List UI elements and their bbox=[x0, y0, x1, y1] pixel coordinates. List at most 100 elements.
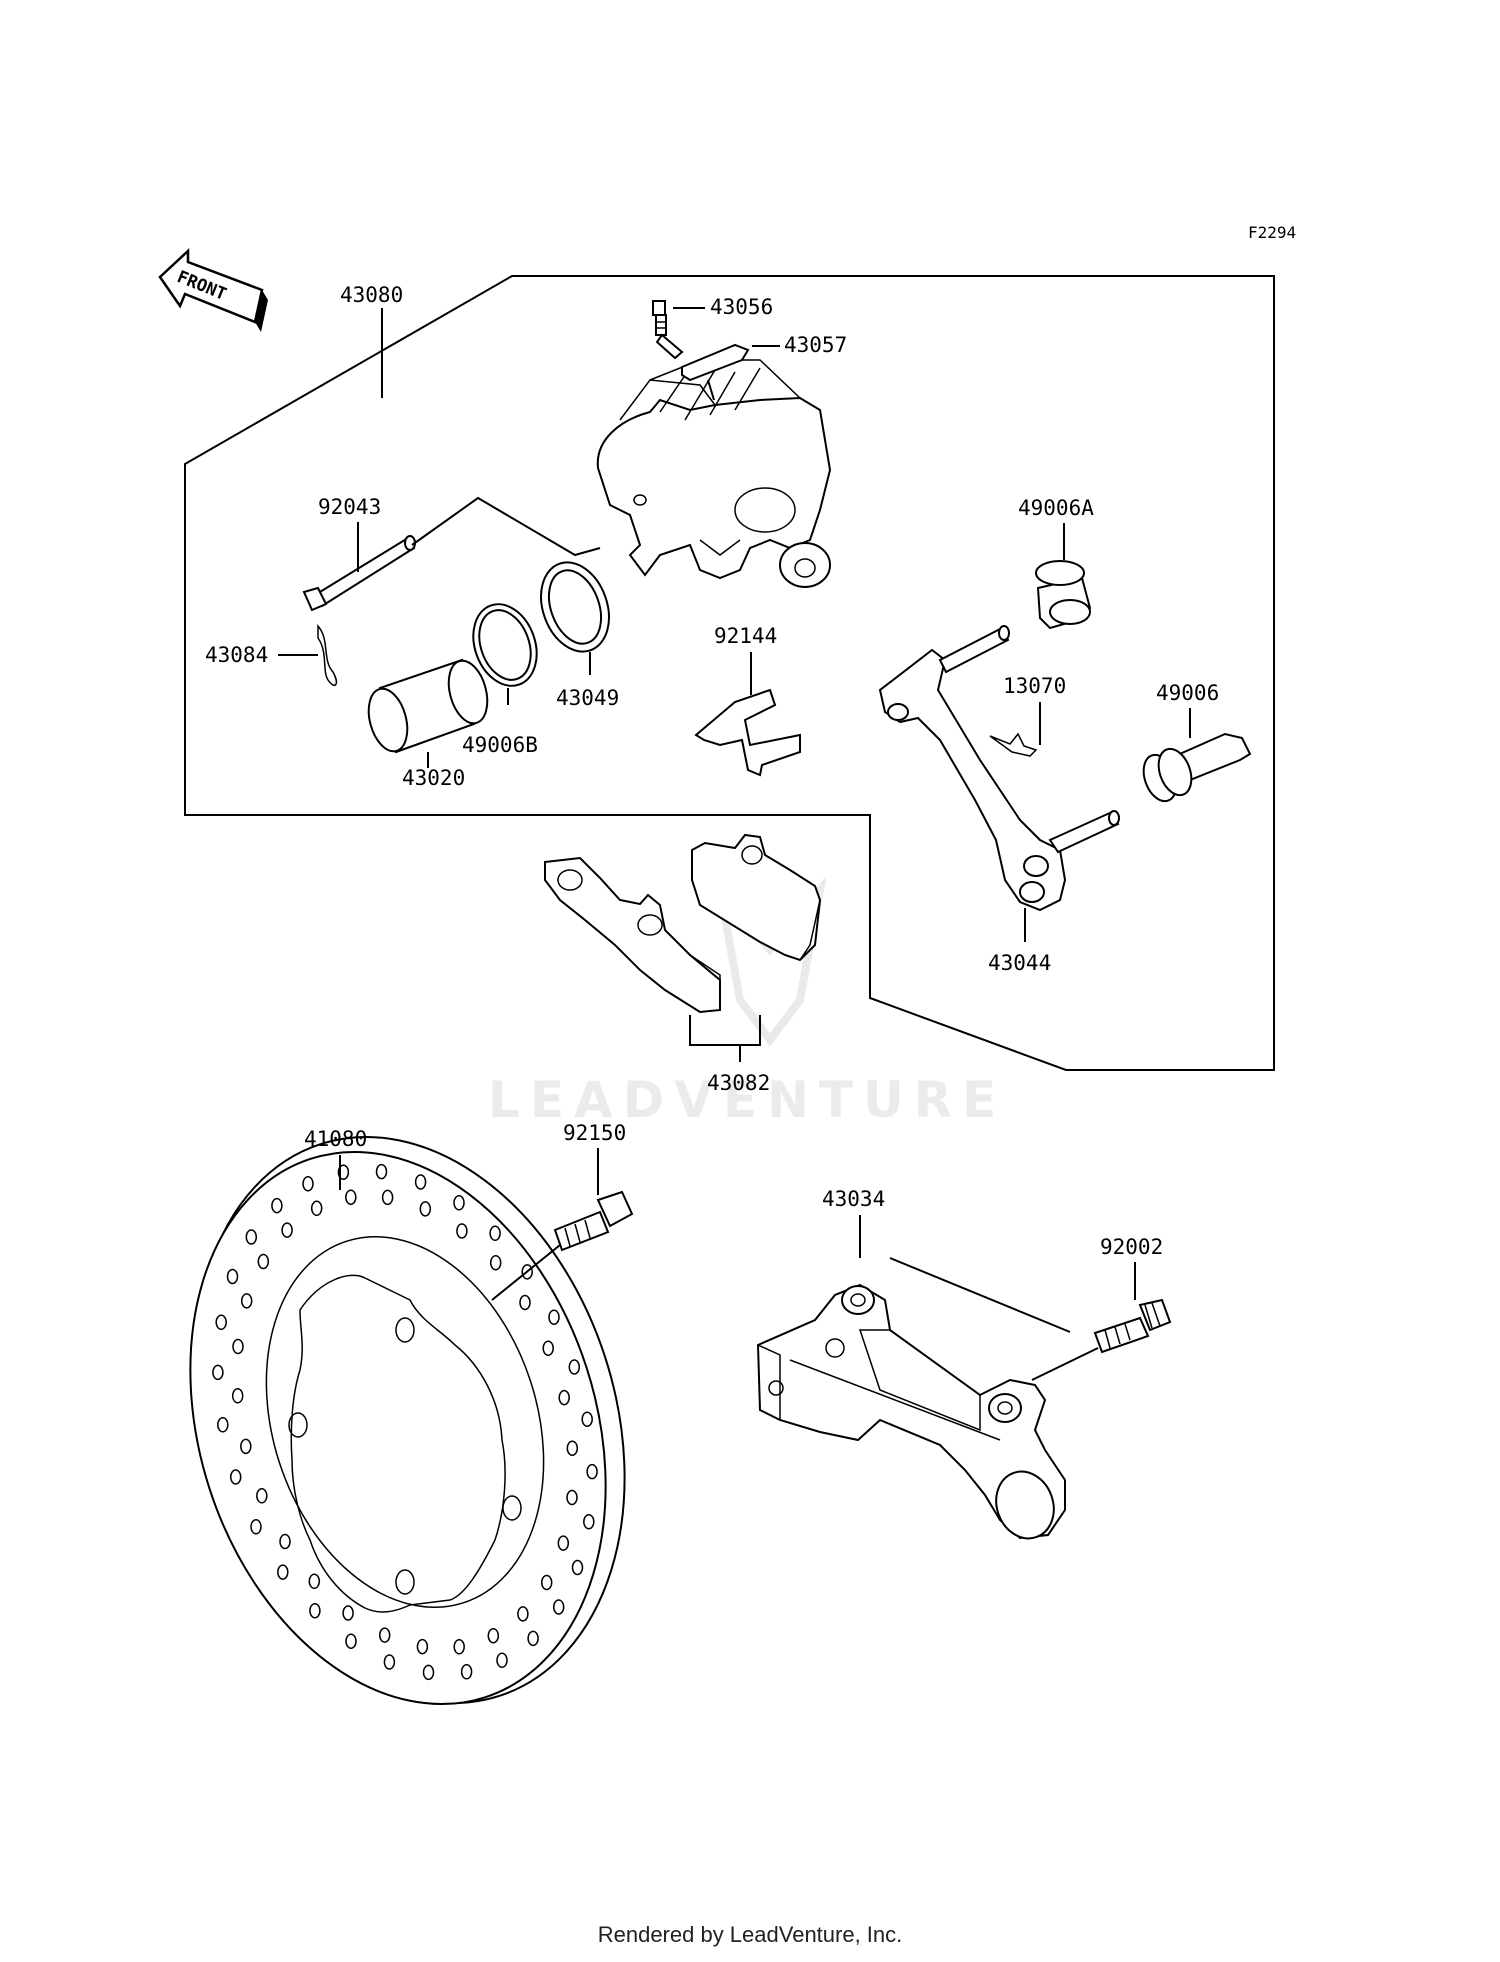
assembly-frame bbox=[184, 275, 1275, 1071]
vent-hole bbox=[542, 1340, 554, 1356]
piston bbox=[367, 658, 489, 754]
vent-hole bbox=[231, 1388, 244, 1404]
label-92144: 92144 bbox=[714, 624, 777, 648]
vent-hole bbox=[281, 1222, 293, 1238]
vent-hole bbox=[250, 1519, 262, 1535]
vent-hole bbox=[271, 1197, 283, 1214]
vent-hole bbox=[568, 1359, 581, 1375]
vent-hole bbox=[378, 1627, 391, 1643]
vent-hole bbox=[571, 1559, 584, 1576]
vent-hole bbox=[342, 1605, 354, 1621]
vent-hole bbox=[566, 1489, 578, 1506]
vent-hole bbox=[240, 1438, 252, 1455]
bleeder-valve bbox=[652, 300, 684, 360]
vent-hole bbox=[422, 1664, 435, 1681]
vent-hole bbox=[240, 1293, 253, 1309]
pad-spring bbox=[694, 688, 801, 777]
label-49006a: 49006A bbox=[1018, 496, 1094, 520]
label-92043: 92043 bbox=[318, 495, 381, 519]
vent-hole bbox=[232, 1338, 244, 1355]
vent-hole bbox=[217, 1417, 229, 1433]
label-49006: 49006 bbox=[1156, 681, 1219, 705]
vent-hole bbox=[548, 1309, 560, 1325]
pad-pin bbox=[302, 535, 416, 612]
vent-hole bbox=[517, 1606, 529, 1622]
part-labels: 43080 43056 43057 92043 43084 43049 4900… bbox=[205, 283, 1219, 1259]
vent-hole bbox=[257, 1253, 270, 1270]
vent-hole bbox=[487, 1627, 500, 1644]
vent-hole bbox=[540, 1574, 553, 1591]
caliper-bracket bbox=[756, 1283, 1066, 1540]
vent-hole bbox=[229, 1469, 242, 1485]
front-arrow-icon: FRONT bbox=[158, 248, 268, 332]
bleeder-cap bbox=[681, 343, 750, 382]
vent-hole bbox=[566, 1440, 579, 1456]
vent-hole bbox=[460, 1664, 473, 1680]
vent-hole bbox=[226, 1268, 239, 1285]
leader-lines bbox=[278, 307, 1191, 1381]
vent-hole bbox=[215, 1314, 227, 1331]
vent-hole bbox=[416, 1638, 429, 1655]
vent-hole bbox=[308, 1573, 321, 1590]
label-49006b: 49006B bbox=[462, 733, 538, 757]
brake-pad-left bbox=[544, 856, 721, 1014]
label-43020: 43020 bbox=[402, 766, 465, 790]
vent-hole bbox=[277, 1564, 289, 1580]
caliper-body bbox=[596, 359, 832, 588]
vent-hole bbox=[558, 1389, 570, 1406]
vent-hole bbox=[383, 1654, 396, 1670]
label-43084: 43084 bbox=[205, 643, 268, 667]
watermark-text: LEADVENTURE bbox=[488, 1071, 1006, 1129]
label-43082: 43082 bbox=[707, 1071, 770, 1095]
label-43080: 43080 bbox=[340, 283, 403, 307]
vent-hole bbox=[381, 1189, 394, 1206]
vent-hole bbox=[557, 1535, 570, 1551]
vent-hole bbox=[586, 1463, 598, 1480]
vent-hole bbox=[583, 1513, 595, 1530]
label-43049: 43049 bbox=[556, 686, 619, 710]
vent-hole bbox=[527, 1630, 539, 1647]
label-43057: 43057 bbox=[784, 333, 847, 357]
label-43044: 43044 bbox=[988, 951, 1051, 975]
vent-hole bbox=[245, 1229, 258, 1245]
boot-a bbox=[1035, 560, 1092, 630]
disc-vent-holes bbox=[212, 1163, 598, 1681]
retaining-clip bbox=[317, 623, 338, 687]
vent-hole bbox=[453, 1195, 465, 1211]
brake-disc bbox=[189, 1136, 626, 1706]
vent-hole bbox=[453, 1639, 465, 1655]
label-43034: 43034 bbox=[822, 1187, 885, 1211]
seal-a bbox=[540, 561, 610, 653]
brake-pad-right bbox=[691, 833, 822, 962]
vent-hole bbox=[489, 1225, 501, 1242]
vent-hole bbox=[521, 1264, 533, 1280]
seal-b bbox=[472, 603, 538, 687]
vent-hole bbox=[256, 1488, 268, 1504]
vent-hole bbox=[345, 1189, 357, 1205]
vent-hole bbox=[337, 1164, 350, 1180]
label-41080: 41080 bbox=[304, 1127, 367, 1151]
figure-code: F2294 bbox=[1248, 223, 1296, 242]
vent-hole bbox=[375, 1163, 388, 1180]
vent-hole bbox=[496, 1652, 508, 1669]
small-clip bbox=[989, 732, 1038, 757]
label-43056: 43056 bbox=[710, 295, 773, 319]
watermark: LEADVENTURE bbox=[488, 875, 1006, 1129]
boot-pin bbox=[1142, 732, 1252, 803]
vent-hole bbox=[456, 1223, 468, 1239]
label-92150: 92150 bbox=[563, 1121, 626, 1145]
vent-hole bbox=[309, 1602, 321, 1619]
vent-hole bbox=[519, 1294, 531, 1311]
vent-hole bbox=[414, 1174, 427, 1190]
vent-hole bbox=[581, 1411, 593, 1427]
vent-hole bbox=[419, 1201, 432, 1217]
vent-hole bbox=[212, 1364, 224, 1381]
vent-hole bbox=[279, 1533, 291, 1550]
caliper-holder bbox=[878, 625, 1120, 912]
footer-credit: Rendered by LeadVenture, Inc. bbox=[597, 1922, 903, 1947]
vent-hole bbox=[302, 1175, 314, 1192]
label-92002: 92002 bbox=[1100, 1235, 1163, 1259]
bracket-bolt bbox=[1093, 1298, 1172, 1354]
vent-hole bbox=[345, 1633, 357, 1649]
